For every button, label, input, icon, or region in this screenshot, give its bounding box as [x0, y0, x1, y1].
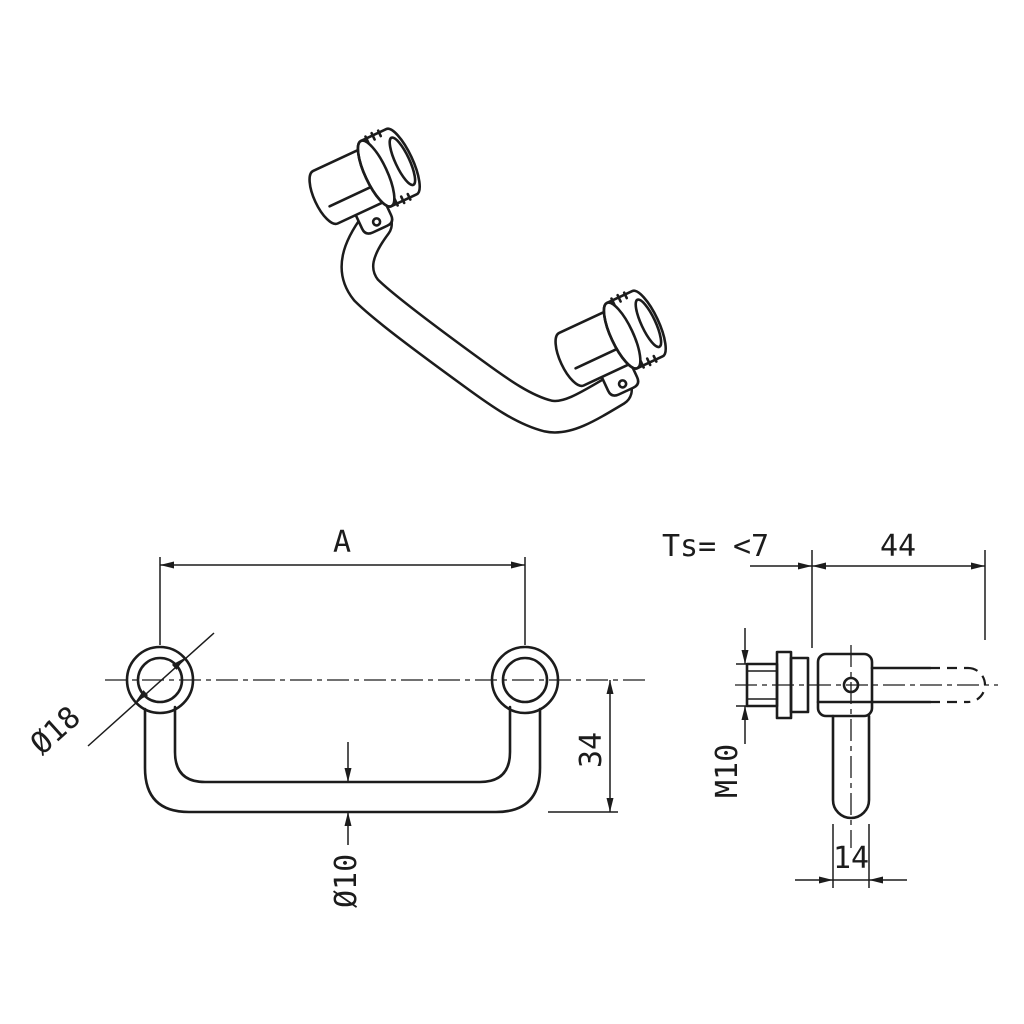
ts-label: Ts=: [662, 529, 716, 564]
dim-44-label: 44: [880, 529, 916, 564]
dimension-d10: Ø10: [329, 742, 364, 908]
dimension-44: 44: [812, 529, 986, 640]
dim-34-label: 34: [574, 732, 609, 768]
pivot-housing: [816, 652, 874, 718]
dimension-a: A: [159, 525, 526, 645]
perspective-view: [308, 127, 667, 434]
dim-d18-label: Ø18: [24, 700, 88, 762]
threaded-stud: [745, 650, 810, 720]
side-view: Ts= <7 44 M10: [662, 529, 998, 888]
ts-value: <7: [733, 529, 769, 564]
clamp-pin: [371, 217, 382, 227]
dim-a-label: A: [333, 525, 351, 560]
dimension-14: 14: [795, 824, 907, 888]
dimension-d18: Ø18: [24, 632, 215, 762]
dimension-34: 34: [548, 680, 618, 813]
front-view: A Ø18 Ø10 34: [24, 525, 648, 908]
folded-leg: [831, 714, 871, 820]
dimension-m10: M10: [710, 628, 753, 798]
handle-tube-3d: [340, 207, 633, 434]
left-fitting-3d: [308, 127, 421, 235]
extended-handle-phantom: [870, 666, 987, 704]
handle-tube-front: [143, 705, 542, 814]
dimension-ts: Ts= <7: [662, 529, 813, 648]
dim-14-label: 14: [833, 841, 869, 876]
clamp-pin: [617, 379, 628, 389]
pivot-pin: [842, 676, 860, 694]
thread-m10-label: M10: [710, 744, 745, 798]
dim-d10-label: Ø10: [329, 854, 364, 908]
right-mounting-boss: [490, 645, 560, 715]
nut: [789, 656, 810, 714]
right-fitting-3d: [554, 289, 667, 397]
left-mounting-boss: [125, 645, 195, 715]
